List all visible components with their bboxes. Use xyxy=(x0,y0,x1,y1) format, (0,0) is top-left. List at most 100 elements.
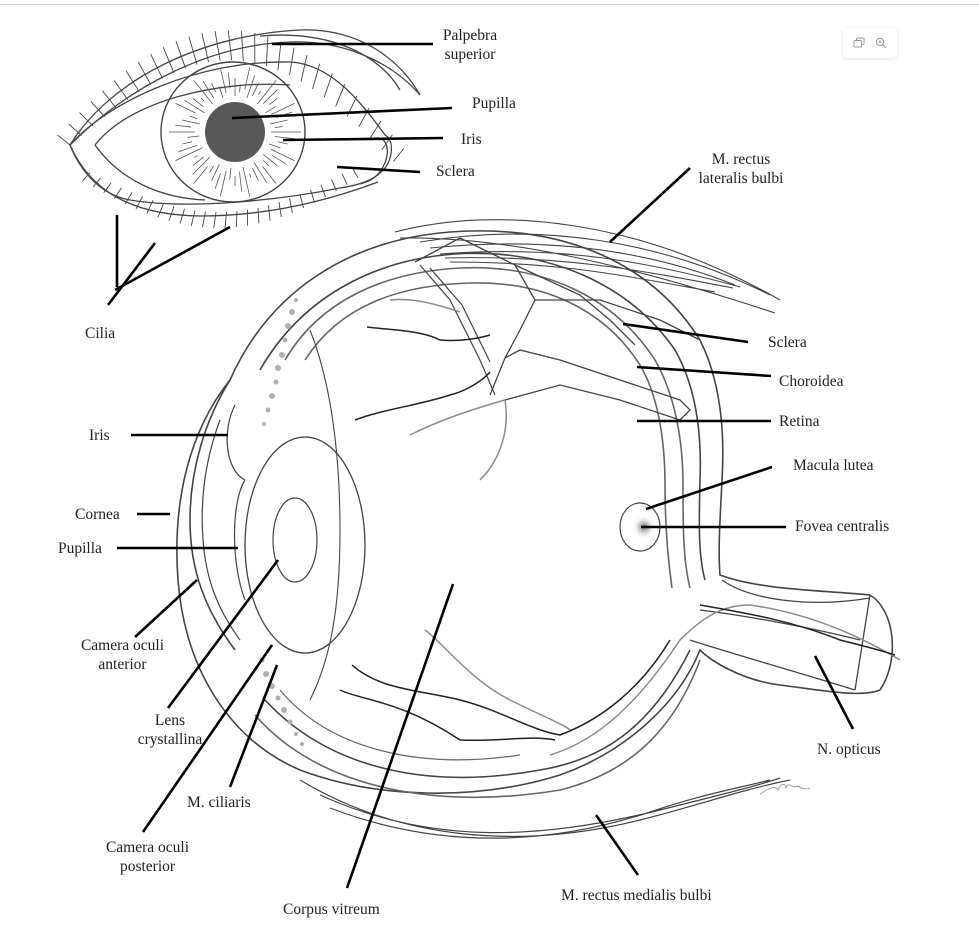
iris-ray xyxy=(187,135,200,138)
outer-sclera xyxy=(176,230,894,794)
iris-ray xyxy=(262,154,278,166)
iris-ray xyxy=(258,91,261,95)
eyelash xyxy=(393,148,405,162)
leader-rectus-lateralis xyxy=(609,167,691,243)
iris-ray xyxy=(200,97,205,102)
eyelash xyxy=(214,31,221,61)
iris-ray xyxy=(211,83,217,93)
eyelash xyxy=(135,196,143,210)
iris-ray xyxy=(272,155,287,165)
leader-pupilla-top xyxy=(231,106,453,120)
eyelash xyxy=(137,61,152,85)
iris-ray xyxy=(274,136,295,140)
iris-ray xyxy=(218,86,224,99)
label-sclera-top: Sclera xyxy=(436,163,475,180)
ciliary-dot xyxy=(273,379,279,385)
front-pupil xyxy=(205,102,265,162)
label-fovea-centralis: Fovea centralis xyxy=(795,518,890,535)
leader-sclera xyxy=(622,322,749,344)
ciliary-dot xyxy=(294,298,298,302)
label-rectus-lat-line2: lateralis bulbi xyxy=(698,170,784,187)
iris-ray xyxy=(263,89,278,104)
eyelash xyxy=(201,33,210,63)
eyelash xyxy=(82,172,91,182)
eyelash xyxy=(68,123,82,136)
label-choroidea: Choroidea xyxy=(779,373,844,390)
copy-button[interactable] xyxy=(852,36,866,50)
eyelash xyxy=(114,187,122,199)
iris-ray xyxy=(270,103,295,116)
ciliary-dot xyxy=(265,407,271,413)
lens xyxy=(244,436,366,654)
inner-sclera-layer xyxy=(259,252,706,581)
cutaway-flap xyxy=(414,237,701,421)
leader-choroidea xyxy=(636,365,772,378)
iris-ray xyxy=(194,155,198,158)
leader-ciliaris xyxy=(228,664,279,788)
eyelash xyxy=(202,211,206,228)
iris-section xyxy=(226,404,246,601)
iris-ray xyxy=(219,67,227,94)
eyelash xyxy=(227,30,233,61)
eyelid-fold xyxy=(259,34,401,91)
iris-ray xyxy=(253,162,268,184)
optic-nerve xyxy=(689,579,871,691)
leader-cilia-2 xyxy=(106,242,157,306)
label-cam-post-line1: Camera oculi xyxy=(105,839,190,856)
label-m-rectus-lateralis: M. rectus lateralis bulbi xyxy=(686,150,796,188)
iris-ray xyxy=(265,106,276,114)
ciliary-dot xyxy=(282,337,288,343)
leader-lens xyxy=(166,559,280,709)
zoom-in-button[interactable] xyxy=(874,36,888,50)
iris-ray xyxy=(268,143,281,149)
retinal-vessels xyxy=(339,298,901,756)
label-cam-post-line2: posterior xyxy=(119,858,176,875)
leader-iris-top xyxy=(282,136,444,142)
eyelash xyxy=(320,184,326,198)
label-pupilla-top: Pupilla xyxy=(472,95,516,112)
label-m-ciliaris: M. ciliaris xyxy=(187,794,251,811)
eyelash xyxy=(241,31,244,62)
leader-camera-anterior xyxy=(134,579,198,638)
caruncle xyxy=(359,137,388,185)
eyelash xyxy=(150,54,163,79)
eyelashes xyxy=(57,30,405,228)
eyelash xyxy=(235,211,238,228)
iris-ray xyxy=(214,173,221,189)
label-cilia: Cilia xyxy=(85,325,116,342)
m-rectus-lateralis-muscle xyxy=(394,219,781,314)
iris-ray xyxy=(219,170,227,197)
ciliary-dot xyxy=(275,695,281,701)
eyelash xyxy=(278,202,282,218)
image-toolbar xyxy=(843,28,897,58)
label-palpebra-superior: Palpebra superior xyxy=(435,26,505,64)
leader-camera-posterior xyxy=(141,644,274,833)
eyelash xyxy=(369,120,382,139)
eyelash xyxy=(352,167,359,179)
eyelash xyxy=(79,112,94,127)
eyelash xyxy=(92,177,101,188)
iris-ray xyxy=(175,147,203,161)
ciliary-dot xyxy=(285,323,291,329)
leader-cilia-3 xyxy=(114,225,231,292)
label-camera-oculi-anterior: Camera oculi anterior xyxy=(70,636,175,674)
iris-ray xyxy=(251,167,259,181)
eyelash xyxy=(157,203,164,218)
signature-mark xyxy=(759,783,811,795)
label-macula-lutea: Macula lutea xyxy=(793,457,874,474)
leader-rectus-medialis xyxy=(594,814,640,876)
eyelash xyxy=(381,134,393,150)
eyelash xyxy=(124,192,133,205)
ciliary-dot xyxy=(275,365,281,371)
label-iris-top: Iris xyxy=(461,131,482,148)
eyelash xyxy=(213,212,217,228)
iris-ray xyxy=(274,126,283,128)
eyelash xyxy=(168,206,175,221)
ciliary-dot xyxy=(269,393,275,399)
top-divider xyxy=(0,0,979,5)
leader-macula xyxy=(645,465,773,511)
iris-ray xyxy=(263,160,270,167)
iris-ray xyxy=(193,80,213,105)
eyelash xyxy=(188,36,198,65)
